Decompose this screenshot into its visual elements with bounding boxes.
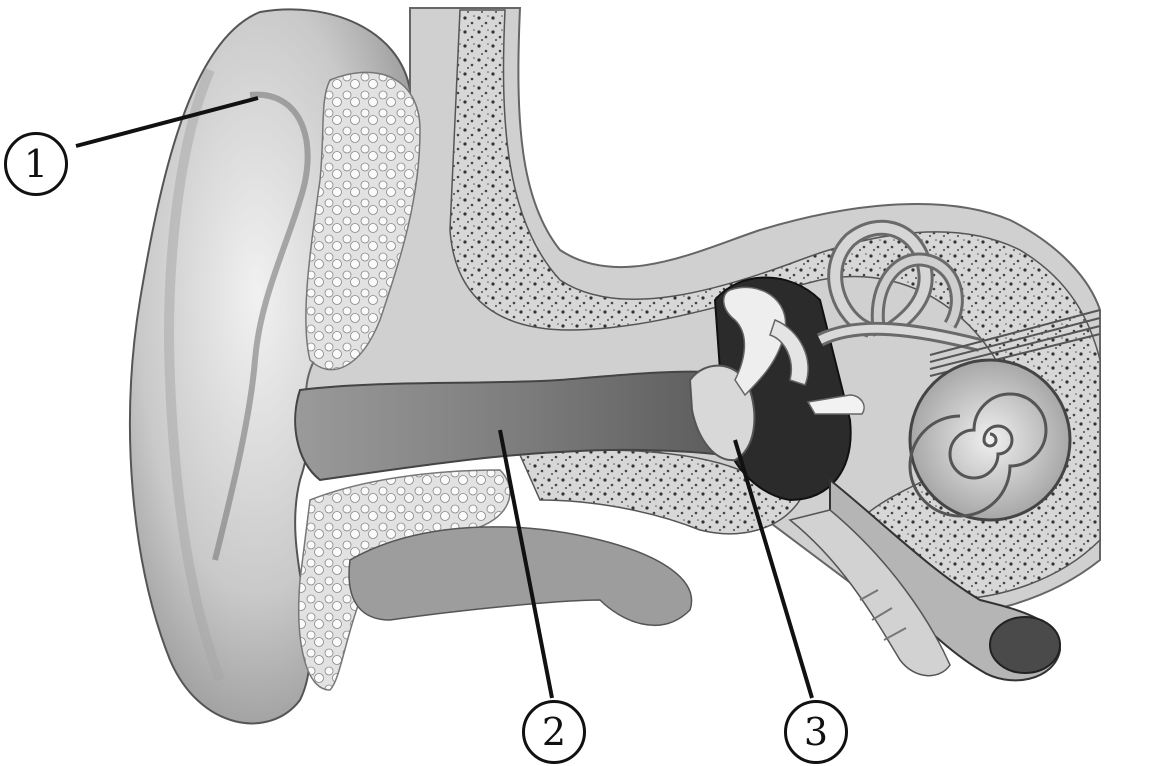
leader-line-2 bbox=[498, 429, 554, 699]
semicircular-canals bbox=[816, 219, 982, 352]
label-marker-3: 3 bbox=[784, 700, 848, 764]
eustachian-tube-opening bbox=[989, 616, 1061, 674]
label-text-3: 3 bbox=[803, 710, 829, 754]
label-text-2: 2 bbox=[541, 710, 567, 754]
ossicle-stapes bbox=[806, 394, 865, 415]
label-marker-1: 1 bbox=[4, 132, 68, 196]
external-auditory-canal bbox=[294, 370, 727, 482]
lower-vessel bbox=[788, 509, 951, 677]
auricle-fold bbox=[212, 91, 311, 561]
ossicle-incus bbox=[769, 319, 809, 386]
cochlea-spiral bbox=[908, 392, 1048, 518]
lower-vessel-bands bbox=[859, 589, 907, 641]
label-marker-2: 2 bbox=[522, 700, 586, 764]
tympanic-membrane bbox=[688, 364, 756, 462]
cartilage-upper bbox=[305, 71, 421, 371]
leader-line-3 bbox=[733, 439, 814, 699]
auricle-rim-shadow bbox=[164, 68, 225, 682]
temporal-bone-upper bbox=[449, 9, 1101, 601]
leader-line-1 bbox=[75, 96, 259, 148]
ossicle-malleus bbox=[723, 286, 787, 397]
label-text-1: 1 bbox=[23, 142, 49, 186]
